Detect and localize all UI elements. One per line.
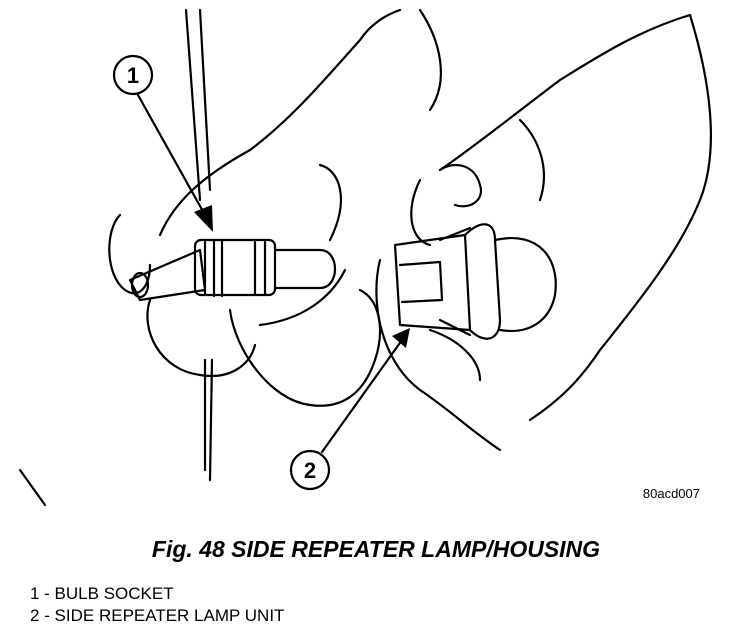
callout-1-leader: [136, 93, 207, 217]
callout-2-number: 2: [304, 458, 316, 483]
wire-line: [198, 8, 212, 192]
figure-caption: Fig. 48 SIDE REPEATER LAMP/HOUSING: [151, 536, 601, 562]
wire-line: [208, 358, 214, 482]
bulb-socket: [128, 238, 336, 302]
wire-line: [184, 8, 202, 202]
callout-1-arrowhead: [194, 205, 213, 232]
lamp-illustration: 1 2 80acd007: [18, 8, 712, 507]
image-code: 80acd007: [643, 486, 700, 501]
callout-2-leader: [320, 338, 404, 454]
callout-1-number: 1: [127, 63, 139, 88]
figure-legend: 1 - BULB SOCKET 2 - SIDE REPEATER LAMP U…: [30, 583, 284, 627]
legend-item-1: 1 - BULB SOCKET: [30, 584, 174, 603]
right-hand: [375, 13, 712, 452]
legend-item-2: 2 - SIDE REPEATER LAMP UNIT: [30, 606, 285, 625]
callout-2-arrowhead: [392, 328, 410, 348]
left-hand: [108, 8, 442, 407]
callout-1-circle: [112, 54, 154, 96]
callout-2-circle: [289, 449, 331, 491]
lamp-unit: [393, 223, 557, 340]
